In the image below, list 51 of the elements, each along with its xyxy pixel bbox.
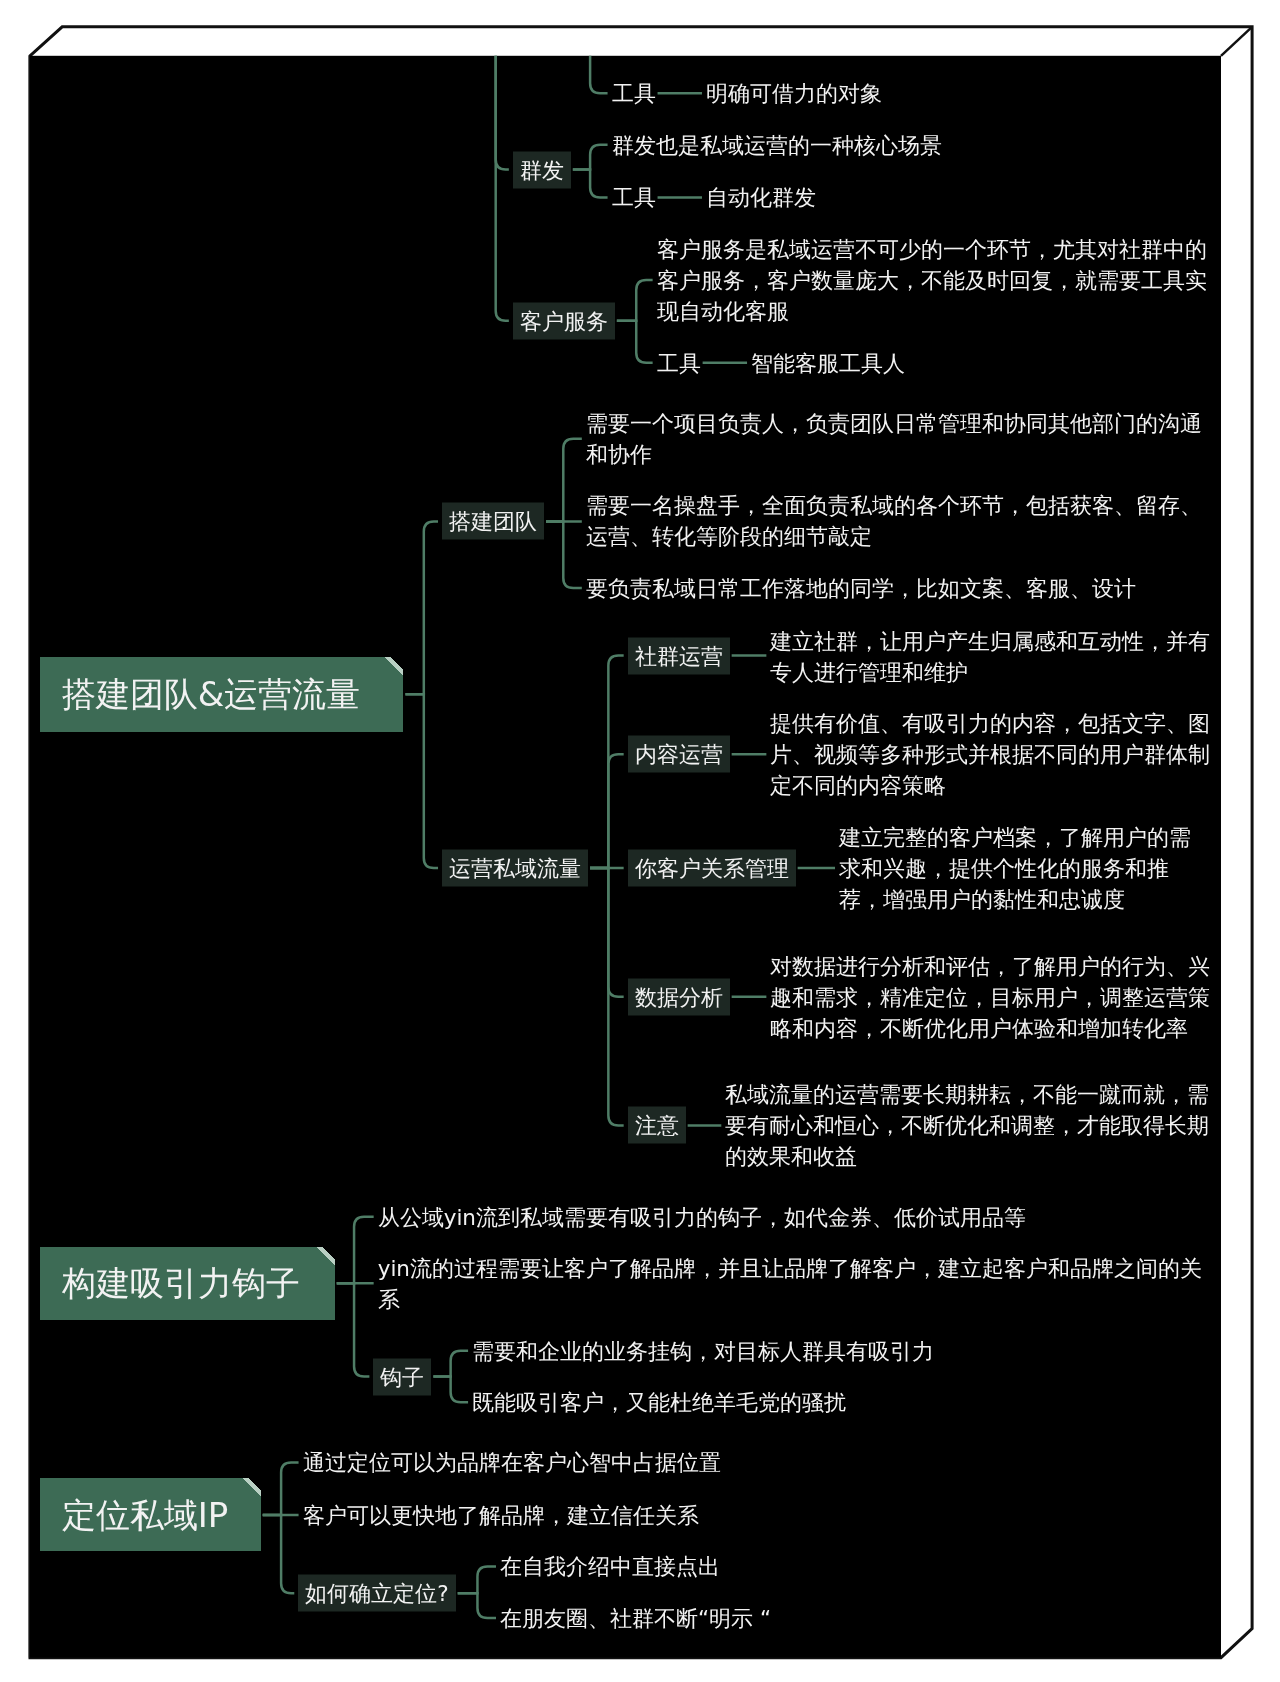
connector-line xyxy=(433,1375,469,1404)
branch-text: 需要一名操盘手，全面负责私域的各个环节，包括获客、留存、运营、转化等阶段的细节敲定 xyxy=(585,490,1219,553)
branch-text: 工具 xyxy=(656,347,701,379)
connector-line xyxy=(657,196,702,199)
main-topic-box: 搭建团队&运营流量 xyxy=(39,656,404,732)
connector-line xyxy=(797,866,835,870)
topic-box: 注意 xyxy=(627,1107,686,1144)
topic-box: 群发 xyxy=(512,151,571,188)
branch-text: 在朋友圈、社群不断“明示 “ xyxy=(499,1602,772,1634)
connector-line xyxy=(731,753,767,756)
branch-text: 工具 xyxy=(611,181,656,213)
connector-line xyxy=(405,692,439,870)
topic-box: 如何确立定位? xyxy=(298,1574,456,1612)
connector-line xyxy=(702,361,748,364)
branch-text: 建立社群，让用户产生归属感和互动性，并有专人进行管理和维护 xyxy=(770,625,1213,688)
main-topic-box: 构建吸引力钩子 xyxy=(39,1246,335,1320)
connector-line xyxy=(590,866,624,1127)
branch-text: 需要和企业的业务挂钩，对目标人群具有吸引力 xyxy=(472,1335,935,1367)
connector-line xyxy=(657,92,702,95)
connector-line xyxy=(731,654,767,657)
topic-box: 内容运营 xyxy=(627,735,730,773)
branch-text: 对数据进行分析和评估，了解用户的行为、兴趣和需求，精准定位，目标用户，调整运营策略和内容，不断优化用户体验和增加转化率 xyxy=(770,950,1213,1044)
topic-box: 数据分析 xyxy=(627,978,730,1016)
main-topic-box: 定位私域IP xyxy=(39,1478,261,1552)
connector-line xyxy=(731,995,767,998)
branch-text: 建立完整的客户档案，了解用户的需求和兴趣，提供个性化的服务和推荐，增强用户的黏性和忠诚度 xyxy=(839,821,1213,915)
topic-box: 搭建团队 xyxy=(442,502,545,540)
branch-text: 工具 xyxy=(611,77,656,109)
topic-box: 钩子 xyxy=(373,1358,432,1396)
branch-text: 明确可借力的对象 xyxy=(706,77,882,109)
branch-text: 要负责私域日常工作落地的同学，比如文案、客服、设计 xyxy=(585,572,1136,604)
connector-line xyxy=(687,1124,722,1127)
branch-text: 提供有价值、有吸引力的内容，包括文字、图片、视频等多种形式并根据不同的用户群体制定不同的内容策略 xyxy=(770,707,1213,801)
topic-box: 你客户关系管理 xyxy=(627,849,796,887)
topic-box: 运营私域流量 xyxy=(442,849,589,887)
branch-text: 私域流量的运营需要长期耕耘，不能一蹴而就，需要有耐心和恒心，不断优化和调整，才能取得长期的效果和收益 xyxy=(725,1079,1213,1172)
branch-text: 群发也是私域运营的一种核心场景 xyxy=(611,129,942,161)
branch-text: 自动化群发 xyxy=(706,181,816,213)
branch-text: 既能吸引客户，又能杜绝羊毛党的骚扰 xyxy=(472,1386,847,1418)
connector-line xyxy=(457,1592,496,1620)
branch-text: 通过定位可以为品牌在客户心智中占据位置 xyxy=(302,1446,721,1478)
branch-text: 需要一个项目负责人，负责团队日常管理和协同其他部门的沟通和协作 xyxy=(585,407,1219,470)
connector-line xyxy=(572,168,608,199)
branch-text: 智能客服工具人 xyxy=(751,347,906,379)
branch-text: 从公域yin流到私域需要有吸引力的钩子，如代金券、低价试用品等 xyxy=(377,1201,1026,1233)
branch-text: 在自我介绍中直接点出 xyxy=(499,1550,720,1582)
branch-text: 客户服务是私域运营不可少的一个环节，尤其对社群中的客户服务，客户数量庞大，不能及时回复，就需要工具实现自动化客服 xyxy=(656,233,1213,327)
topic-box: 客户服务 xyxy=(512,302,615,340)
branch-text: 客户可以更快地了解品牌，建立信任关系 xyxy=(302,1499,699,1531)
branch-text: yin流的过程需要让客户了解品牌，并且让品牌了解客户，建立起客户和品牌之间的关系 xyxy=(377,1253,1215,1316)
topic-box: 社群运营 xyxy=(627,637,730,675)
